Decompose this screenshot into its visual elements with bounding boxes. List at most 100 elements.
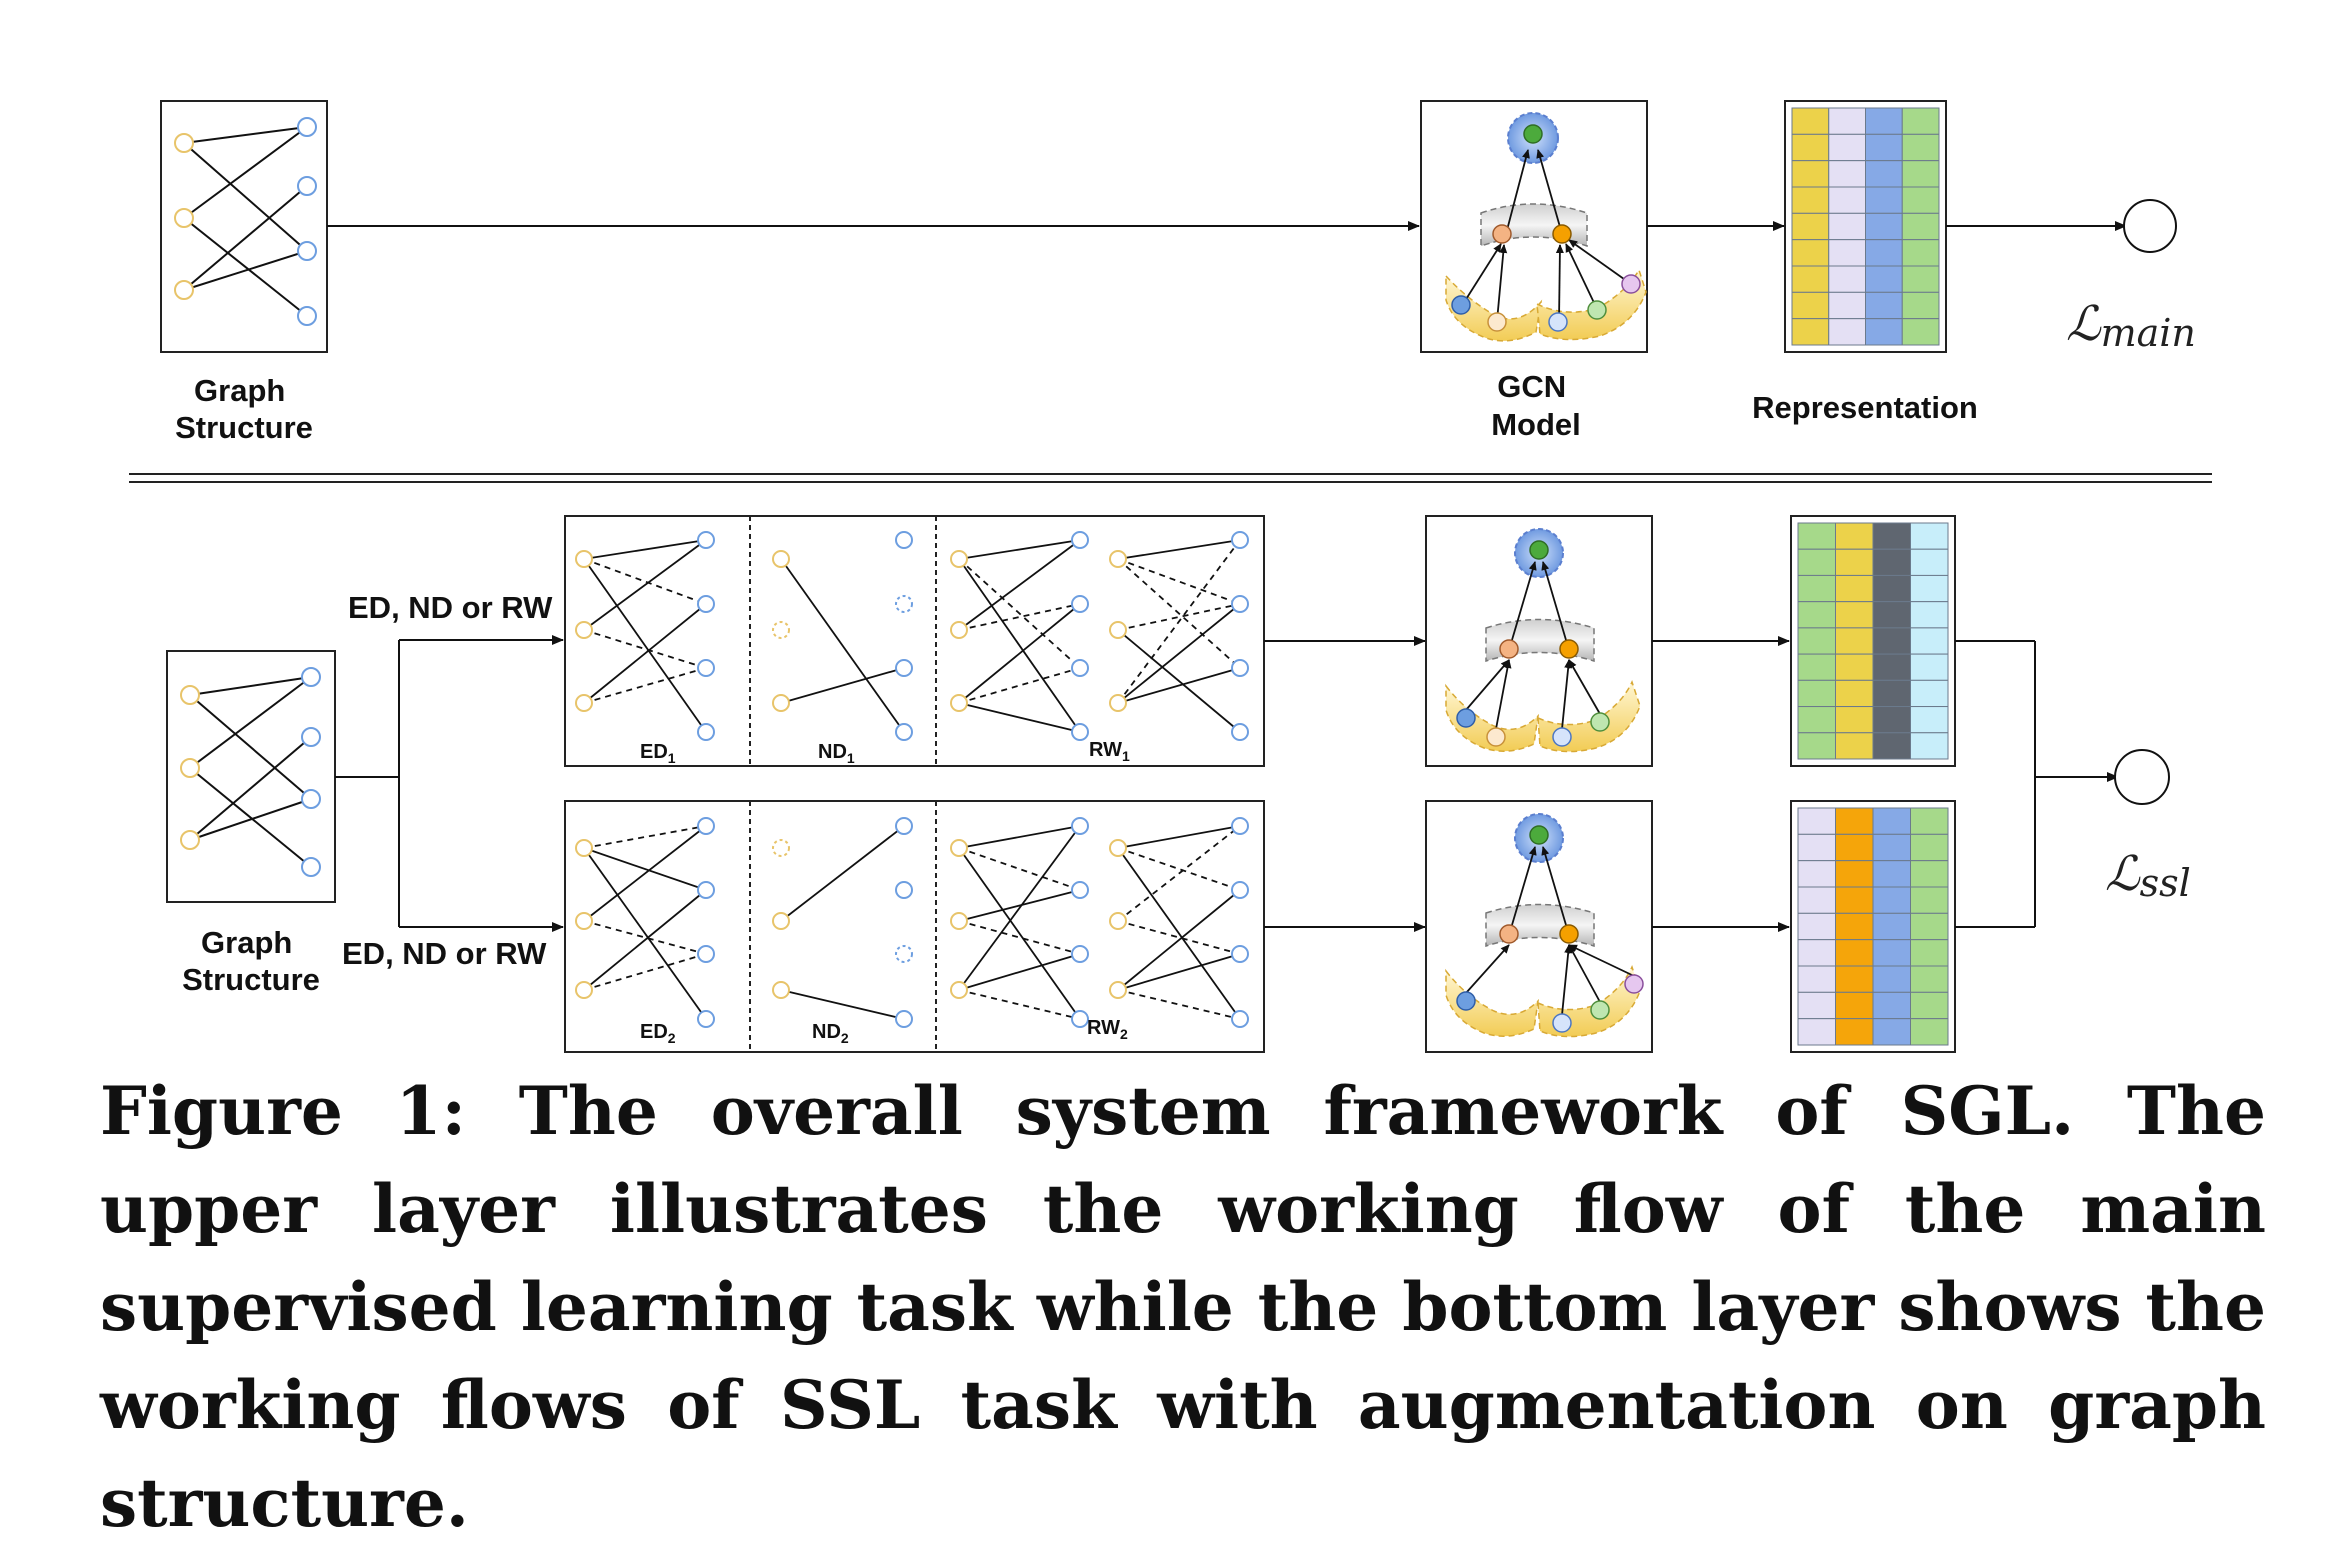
gcn-neighbor-node-icon <box>1456 991 1476 1011</box>
edge <box>583 603 707 704</box>
rep-cell <box>1835 807 1874 835</box>
rep-cell <box>1865 186 1903 214</box>
gcn-hidden-node-left-icon <box>1492 224 1512 244</box>
rep-cell <box>1872 679 1911 708</box>
rep-cell <box>1835 965 1874 993</box>
rep-cell <box>1865 265 1903 293</box>
user-node <box>1109 912 1127 930</box>
rw1-subgraph-a <box>950 531 1089 741</box>
user-node <box>1109 694 1127 712</box>
gcn-message-arrow <box>1561 659 1573 730</box>
aug-view-2-box <box>564 800 1265 1053</box>
rep-view-2-cells <box>1797 807 1949 1046</box>
edge <box>583 825 707 922</box>
gcn-neighbor-node-icon <box>1624 974 1644 994</box>
rep-cell <box>1910 886 1949 914</box>
rep-cell <box>1865 239 1903 267</box>
representation-view-1 <box>1790 515 1956 767</box>
ed1-label: ED1 <box>640 741 676 766</box>
rep-cell <box>1835 939 1874 967</box>
gcn-neighbor-node-2-icon <box>1487 312 1507 332</box>
rw2-label: RW2 <box>1087 1017 1128 1042</box>
edge <box>958 603 1081 704</box>
rw1-subgraph-b <box>1109 531 1249 741</box>
gcn-message-arrow <box>1541 561 1567 641</box>
edge <box>780 667 905 704</box>
rep-cell <box>1835 601 1874 629</box>
item-node <box>1231 595 1249 613</box>
user-node <box>950 912 968 930</box>
rep-cell <box>1872 1018 1911 1046</box>
dropped-edge <box>1117 603 1241 631</box>
gcn-hidden-node-right-icon <box>1552 224 1572 244</box>
dropped-edge <box>958 920 1081 955</box>
edge <box>958 539 1081 560</box>
rep-cell <box>1791 186 1830 214</box>
user-node <box>772 912 790 930</box>
ssl-loss-label: ℒssl <box>2105 846 2191 905</box>
dropped-item-node <box>895 945 913 963</box>
augmentation-branch-connectors <box>335 635 564 932</box>
rep-cell <box>1872 833 1911 862</box>
user-node <box>575 839 593 857</box>
rep-cell <box>1797 886 1836 914</box>
item-node <box>697 1010 715 1028</box>
item-node <box>1071 945 1089 963</box>
edge <box>958 889 1081 922</box>
rep-cell <box>1835 991 1874 1020</box>
rep-cell <box>1872 991 1911 1020</box>
rep-cell <box>1910 860 1949 888</box>
rep-cell <box>1872 939 1911 967</box>
rep-cell <box>1797 601 1836 629</box>
rep-cell <box>1865 107 1903 135</box>
gcn-message-arrow <box>1511 846 1537 926</box>
rep-cell <box>1910 653 1949 681</box>
rep-cell <box>1910 732 1949 760</box>
rep-cell <box>1910 1018 1949 1046</box>
rep-cell <box>1835 574 1874 603</box>
rep-cell <box>1797 860 1836 888</box>
user-node <box>950 621 968 639</box>
user-node <box>772 981 790 999</box>
rep-cell <box>1835 653 1874 681</box>
edge <box>583 539 707 631</box>
figure-caption: Figure 1: The overall system framework o… <box>100 1072 2266 1542</box>
nd2-subgraph <box>772 817 913 1028</box>
bottom-graph-user-nodes <box>180 685 200 850</box>
rep-cell <box>1797 653 1836 681</box>
rep-cell <box>1901 318 1940 346</box>
rep-cell <box>1835 706 1874 734</box>
rep-cell <box>1872 522 1911 550</box>
rw2-subgraph-a <box>950 817 1089 1028</box>
item-node <box>697 531 715 549</box>
nd1-label: ND1 <box>818 741 855 766</box>
user-node <box>575 621 593 639</box>
rep-cell <box>1791 212 1830 241</box>
framework-diagram: Graph Structure GCN Model <box>129 100 2212 1053</box>
dropped-edge <box>1117 539 1241 704</box>
item-node <box>1231 531 1249 549</box>
rep-cell <box>1910 522 1949 550</box>
rep-cell <box>1910 706 1949 734</box>
item-node <box>895 531 913 549</box>
top-gcn-label: GCN Model <box>1491 369 1581 442</box>
edge <box>780 825 905 922</box>
rep-cell <box>1797 706 1836 734</box>
rep-cell <box>1865 212 1903 241</box>
user-node <box>575 694 593 712</box>
gcn-message-arrow <box>1541 846 1567 926</box>
gcn-message-arrow <box>1568 944 1635 977</box>
rep-cell <box>1791 239 1830 267</box>
edge <box>583 847 707 891</box>
user-node <box>575 912 593 930</box>
item-node <box>697 881 715 899</box>
rep-cell <box>1791 160 1830 188</box>
rep-cell <box>1910 965 1949 993</box>
dropped-edge <box>958 558 1081 669</box>
rep-cell <box>1910 807 1949 835</box>
edge <box>1117 953 1241 991</box>
rep-cell <box>1901 133 1940 162</box>
user-node <box>1109 839 1127 857</box>
dropped-user-node <box>772 621 790 639</box>
item-node <box>1071 595 1089 613</box>
